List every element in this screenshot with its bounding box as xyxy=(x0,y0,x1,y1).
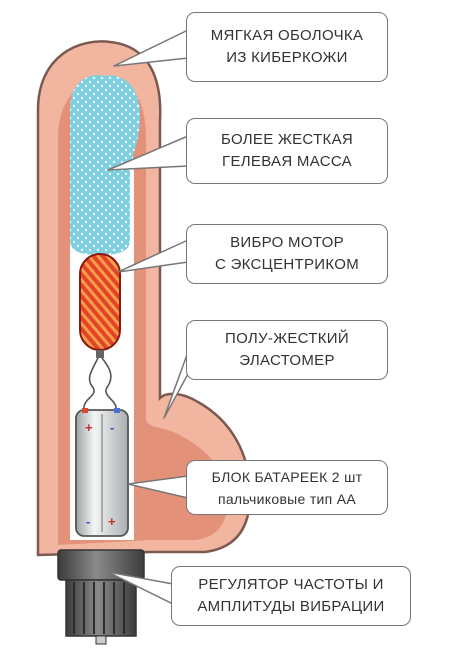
callout-regulator-text: РЕГУЛЯТОР ЧАСТОТЫ И АМПЛИТУДЫ ВИБРАЦИИ xyxy=(197,576,385,615)
callout-battery-text: БЛОК БАТАРЕЕК 2 шт пальчиковые тип АА xyxy=(211,468,363,507)
battery-polarity-left-bottom: - xyxy=(86,514,90,529)
vibro-motor xyxy=(79,253,121,351)
regulator-tip xyxy=(95,635,107,645)
callout-elastomer: ПОЛУ-ЖЕСТКИЙ ЭЛАСТОМЕР xyxy=(186,320,388,380)
motor-cap xyxy=(96,350,104,358)
callout-gel-text: БОЛЕЕ ЖЕСТКАЯ ГЕЛЕВАЯ МАССА xyxy=(220,131,354,170)
battery-polarity-right-bottom: + xyxy=(108,514,116,529)
battery-polarity-left-top: + xyxy=(85,420,93,435)
callout-motor-text: ВИБРО МОТОР С ЭКСЦЕНТРИКОМ xyxy=(215,234,359,273)
callout-gel: БОЛЕЕ ЖЕСТКАЯ ГЕЛЕВАЯ МАССА xyxy=(186,118,388,184)
callout-skin-text: МЯГКАЯ ОБОЛОЧКА ИЗ КИБЕРКОЖИ xyxy=(210,27,364,66)
motor-wire-left xyxy=(83,357,99,411)
battery-polarity-right-top: - xyxy=(110,420,114,435)
callout-motor: ВИБРО МОТОР С ЭКСЦЕНТРИКОМ xyxy=(186,224,388,284)
regulator-knob xyxy=(65,579,137,637)
callout-regulator: РЕГУЛЯТОР ЧАСТОТЫ И АМПЛИТУДЫ ВИБРАЦИИ xyxy=(171,566,411,626)
callout-skin: МЯГКАЯ ОБОЛОЧКА ИЗ КИБЕРКОЖИ xyxy=(186,12,388,82)
motor-wire-right xyxy=(101,357,117,411)
regulator-collar xyxy=(57,549,145,581)
callout-elastomer-text: ПОЛУ-ЖЕСТКИЙ ЭЛАСТОМЕР xyxy=(225,330,349,369)
callout-battery: БЛОК БАТАРЕЕК 2 шт пальчиковые тип АА xyxy=(186,460,388,515)
